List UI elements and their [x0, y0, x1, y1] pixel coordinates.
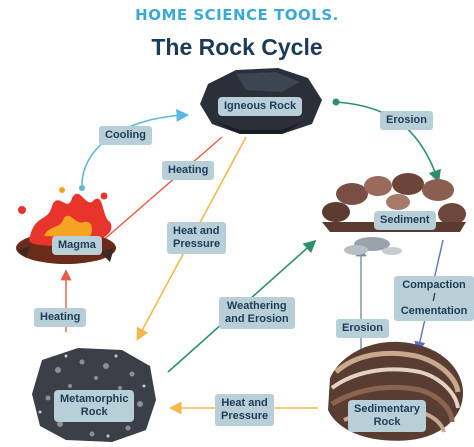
sediment-illustration — [322, 173, 466, 255]
page-title: The Rock Cycle — [151, 34, 323, 60]
label-weathering-and-erosion: Weathering and Erosion — [219, 297, 295, 329]
node-sedimentary-rock: Sedimentary Rock — [348, 400, 427, 432]
node-magma: Magma — [52, 236, 102, 255]
arrow-heating-top — [89, 136, 223, 252]
label-erosion-bottom: Erosion — [336, 319, 389, 338]
label-heat-and-pressure-bottom: Heat and Pressure — [215, 394, 275, 426]
node-igneous-rock: Igneous Rock — [218, 97, 303, 116]
label-heating-left: Heating — [34, 308, 87, 327]
label-heating-top: Heating — [162, 161, 215, 180]
label-cooling: Cooling — [99, 126, 152, 145]
node-metamorphic-rock: Metamorphic Rock — [54, 390, 135, 422]
node-sediment: Sediment — [374, 211, 436, 230]
brand-logo: HOME SCIENCE TOOLS. — [135, 6, 339, 24]
label-compaction-cementation: Compaction / Cementation — [394, 276, 474, 321]
label-heat-and-pressure-mid: Heat and Pressure — [167, 222, 227, 254]
label-erosion-top: Erosion — [380, 111, 433, 130]
